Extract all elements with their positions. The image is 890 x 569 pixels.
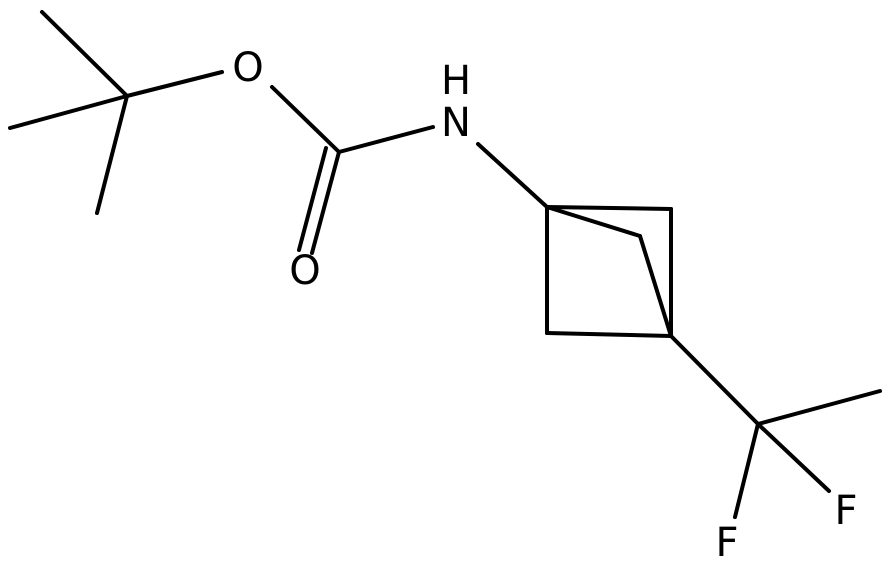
- bond-bridgehead-to-cf2: [669, 334, 760, 426]
- bond-nitrogen-to-bridgehead: [476, 142, 549, 209]
- bond-tbu-to-oxygen: [125, 70, 224, 98]
- atom-label-amine-hydrogen: H: [441, 58, 471, 104]
- atom-label-fluorine-left: F: [715, 520, 738, 566]
- atom-label-ether-oxygen: O: [232, 45, 263, 91]
- atom-label-nitrogen: N: [441, 100, 471, 146]
- bond-cage-bridge-b: [638, 234, 673, 338]
- bond-carbonyl-to-nitrogen: [337, 125, 435, 154]
- bond-cage-top: [545, 205, 673, 211]
- bond-cf2-to-methyl: [756, 389, 882, 426]
- bond-cf2-to-fluorine-left: [733, 422, 760, 519]
- bond-tbu-methyl-left: [8, 94, 129, 130]
- bond-tbu-methyl-top: [40, 10, 129, 98]
- atom-label-fluorine-right: F: [834, 488, 857, 534]
- bond-cage-bottom: [545, 331, 673, 338]
- bond-carbonyl-double-b: [297, 146, 328, 252]
- bond-cf2-to-fluorine-right: [756, 422, 831, 493]
- bond-oxygen-to-carbonyl: [270, 85, 341, 154]
- atom-label-carbonyl-oxygen: O: [289, 248, 320, 294]
- bond-tbu-methyl-bottom: [95, 94, 129, 215]
- bond-carbonyl-double-a: [310, 150, 341, 255]
- bond-cage-bridge-a: [545, 205, 642, 238]
